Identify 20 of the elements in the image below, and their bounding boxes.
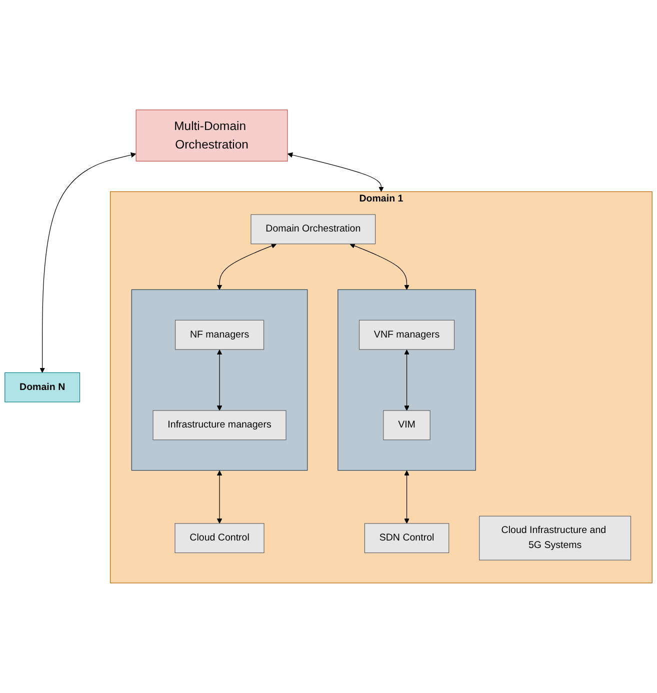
arrow [216, 470, 222, 524]
arrow [404, 350, 410, 411]
node-box: Infrastructure managers [152, 410, 286, 440]
node-box: Domain Orchestration [250, 214, 376, 244]
node-box: VIM [383, 410, 430, 440]
arrow [350, 243, 410, 290]
node-box: VNF managers [358, 320, 455, 350]
arrow [40, 152, 136, 373]
node-box: Cloud Infrastructure and 5G Systems [479, 516, 632, 560]
node-box: SDN Control [364, 523, 450, 554]
arrow [216, 350, 222, 411]
node-box: Cloud Control [174, 523, 264, 554]
node-box: Domain N [4, 372, 80, 402]
node-box: Multi-Domain Orchestration [136, 110, 288, 162]
arrow [216, 243, 277, 290]
node-box: NF managers [174, 320, 264, 350]
arrow [404, 470, 410, 524]
arrow [287, 152, 384, 192]
cluster [131, 289, 308, 471]
cluster [338, 289, 476, 471]
